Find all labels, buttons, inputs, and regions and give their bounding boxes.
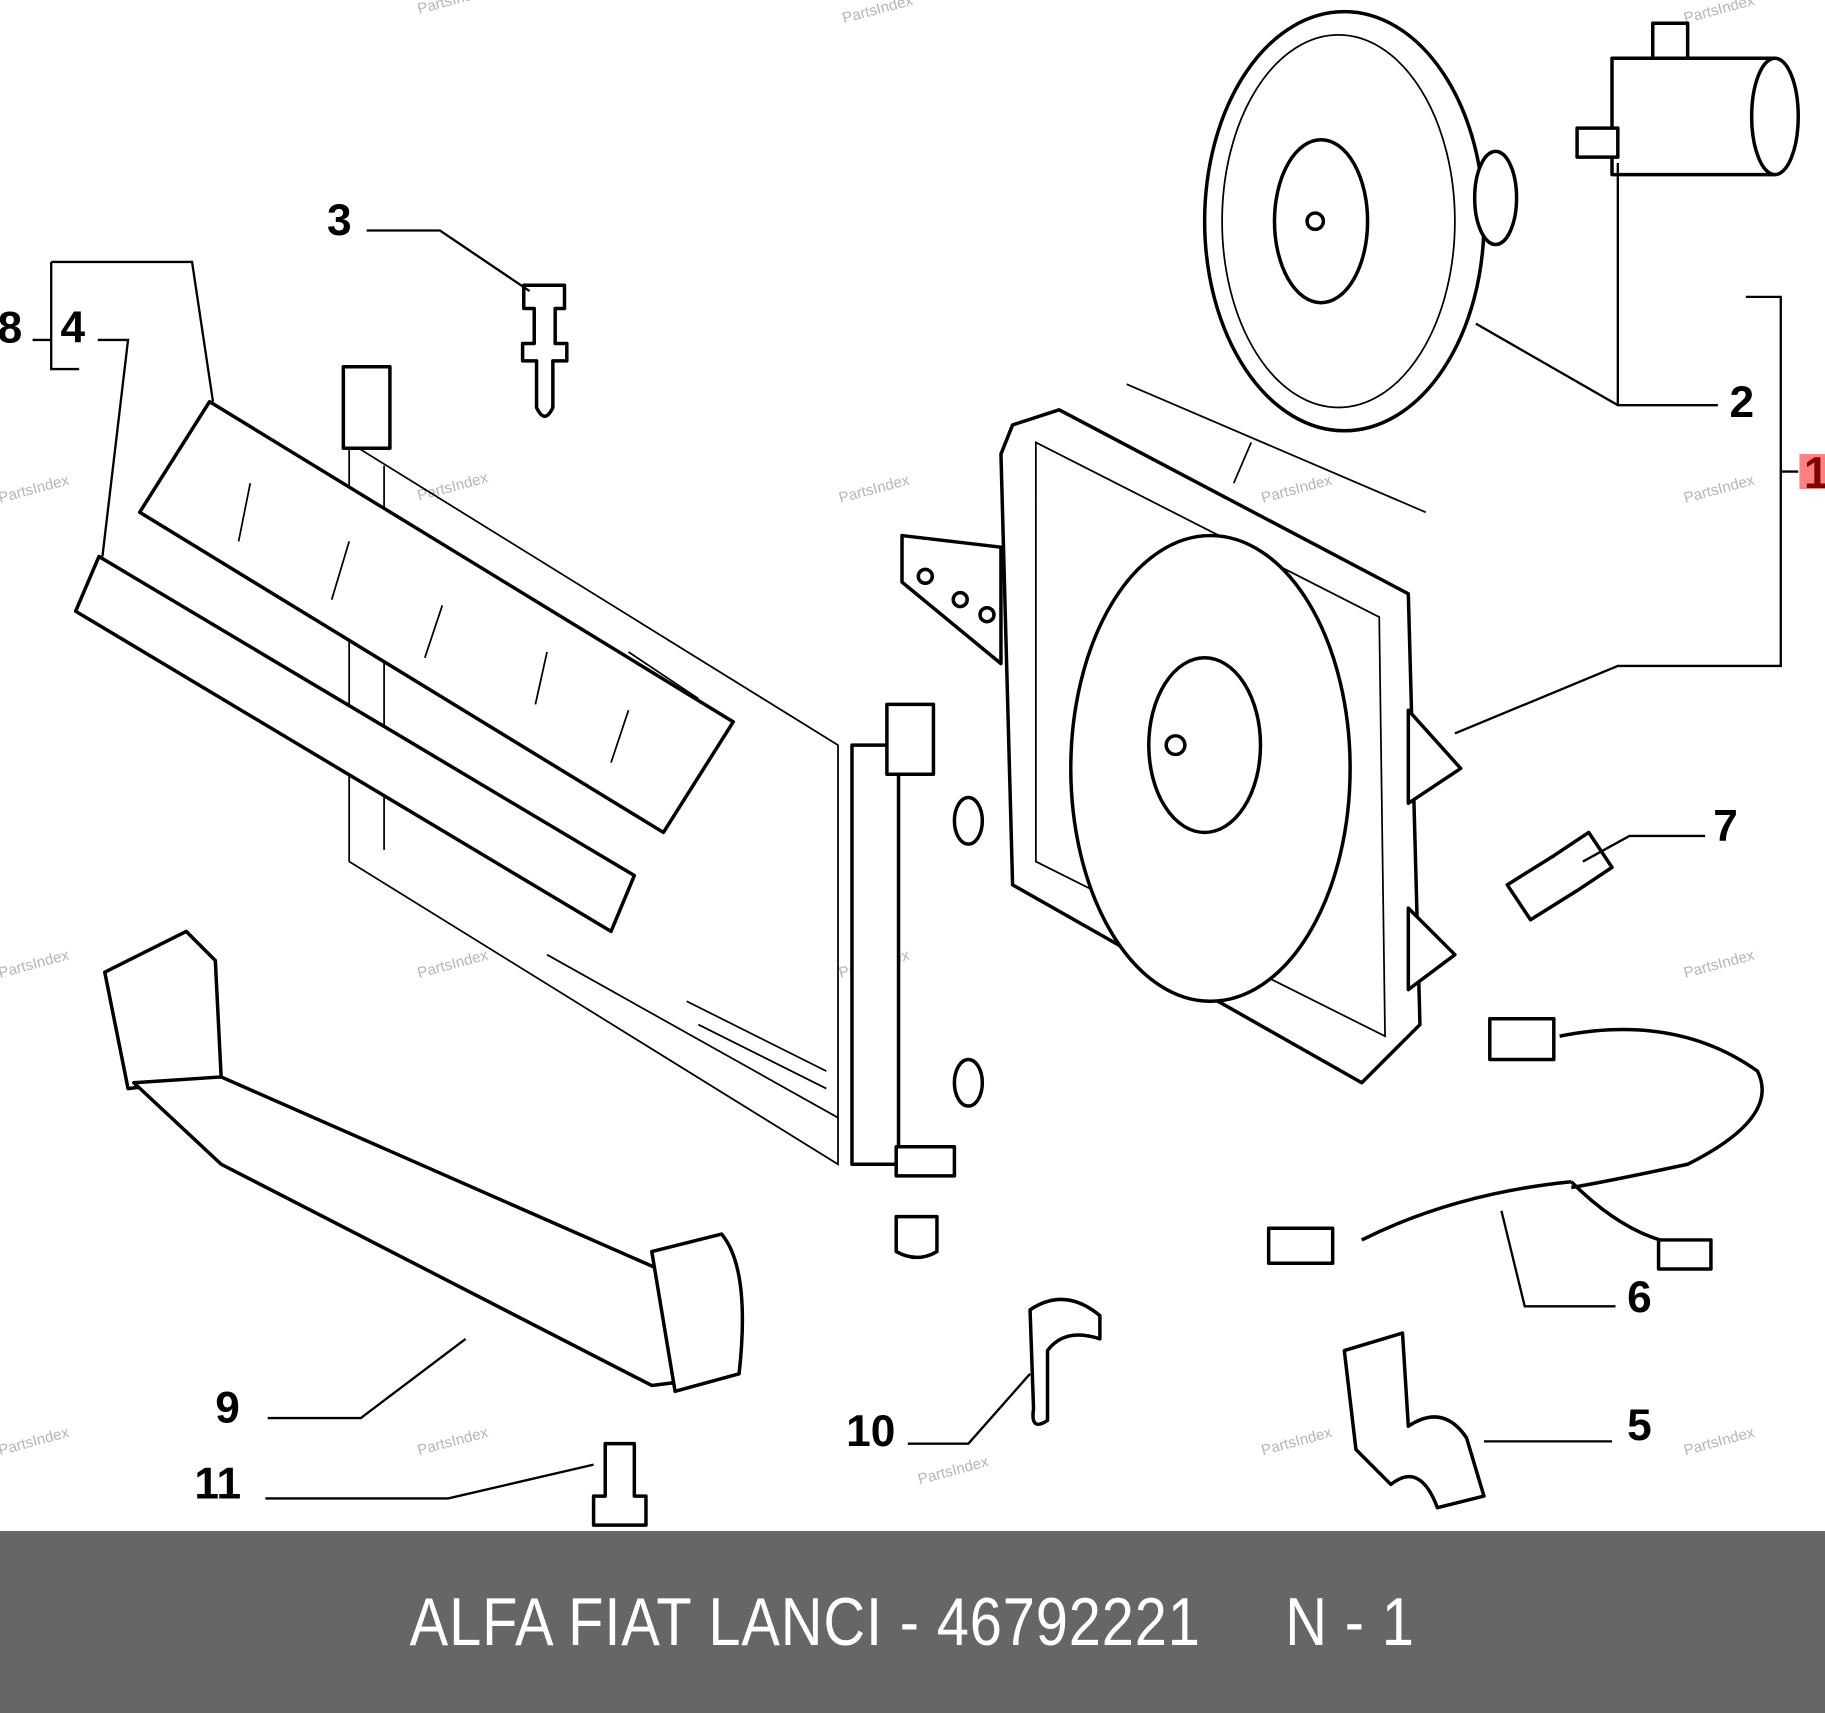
watermark: PartsIndex	[840, 0, 915, 27]
fan-shroud-assembly	[900, 383, 1463, 1085]
callout-4[interactable]: 4	[61, 303, 86, 352]
watermark: PartsIndex	[1259, 1424, 1334, 1459]
callout-9[interactable]: 9	[215, 1384, 240, 1433]
watermark: PartsIndex	[416, 0, 491, 18]
watermark: PartsIndex	[0, 947, 71, 982]
watermark: PartsIndex	[1682, 1424, 1757, 1459]
watermark: PartsIndex	[1682, 947, 1757, 982]
push-clip	[520, 283, 569, 418]
watermark: PartsIndex	[416, 469, 491, 504]
leader-lines	[32, 162, 1799, 1500]
screw	[591, 1441, 648, 1527]
watermark: PartsIndex	[837, 472, 912, 507]
wiring-harness	[1266, 1016, 1764, 1271]
bolt	[1505, 830, 1614, 922]
radiator	[341, 364, 985, 1260]
watermark: PartsIndex	[416, 1424, 491, 1459]
callout-2[interactable]: 2	[1730, 378, 1755, 427]
fan-motor	[1575, 21, 1800, 177]
lower-crossmember	[103, 929, 745, 1394]
callout-8[interactable]: 8	[0, 303, 22, 352]
callout-11[interactable]: 11	[194, 1459, 241, 1508]
harness-bracket	[1342, 1331, 1486, 1510]
watermark: PartsIndex	[0, 472, 71, 507]
callout-6[interactable]: 6	[1627, 1273, 1652, 1322]
callout-1[interactable]: 1	[1804, 449, 1825, 498]
watermark: PartsIndex	[1259, 472, 1334, 507]
callout-10[interactable]: 10	[846, 1407, 895, 1456]
callout-7[interactable]: 7	[1713, 802, 1738, 851]
watermark: PartsIndex	[1682, 0, 1757, 27]
callout-5[interactable]: 5	[1627, 1401, 1652, 1450]
callout-3[interactable]: 3	[327, 196, 352, 245]
hose-clip	[1028, 1297, 1102, 1426]
watermark: PartsIndex	[1682, 472, 1757, 507]
watermark: PartsIndex	[416, 947, 491, 982]
part-number-footer: ALFA FIAT LANCI - 46792221 N - 1	[0, 1531, 1825, 1713]
fan-impeller	[1202, 9, 1519, 433]
watermark: PartsIndex	[0, 1424, 71, 1459]
parts-diagram: PartsIndex PartsIndex PartsIndex PartsIn…	[0, 0, 1825, 1527]
watermark: PartsIndex	[916, 1453, 991, 1488]
part-number-label: ALFA FIAT LANCI - 46792221 N - 1	[409, 1584, 1416, 1660]
air-deflector-upper	[137, 399, 736, 835]
air-deflector-lower	[73, 554, 637, 934]
callout-1-highlight	[1799, 454, 1825, 489]
callouts: 3 8 4 2 1 7 6 5 10 9 11	[0, 196, 1825, 1508]
